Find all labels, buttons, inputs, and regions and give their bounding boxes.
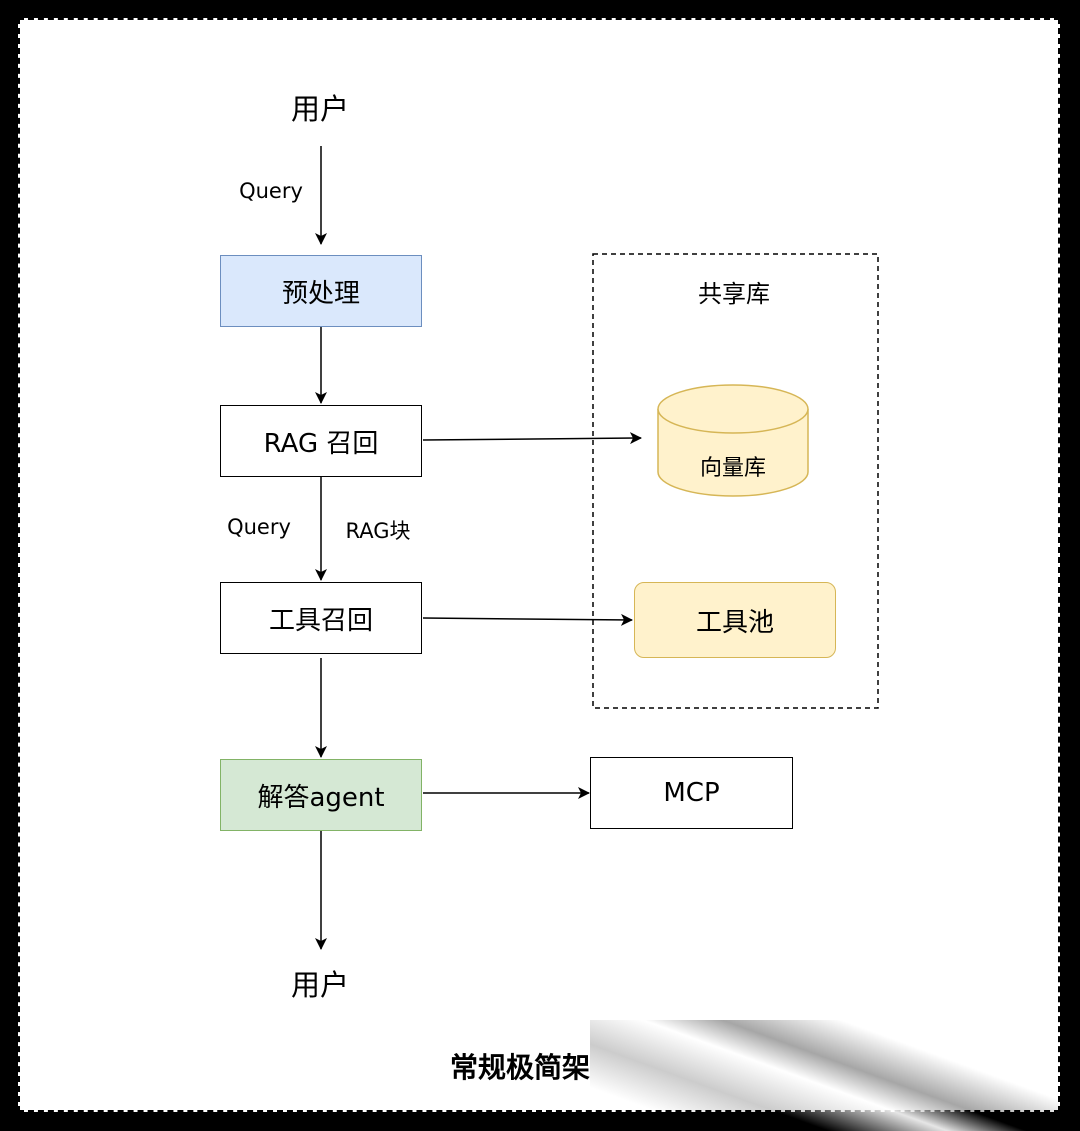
answer-agent-node: 解答agent [220, 759, 422, 831]
tool-recall-label: 工具召回 [268, 605, 373, 636]
mcp-node: MCP [590, 757, 793, 829]
rag-recall-label: RAG 召回 [263, 428, 379, 459]
preprocess-label: 预处理 [281, 278, 360, 309]
diagram-canvas [18, 18, 1060, 1112]
shared-library-container [592, 253, 879, 709]
vector-db-label: 向量库 [699, 456, 767, 481]
answer-agent-label: 解答agent [257, 782, 385, 813]
query-label-mid: Query [227, 515, 291, 539]
vector-db-cylinder [657, 384, 809, 497]
bottom-user-label: 用户 [290, 968, 350, 1002]
caption: 常规极简架 [450, 1051, 591, 1084]
tool-pool-node: 工具池 [634, 582, 836, 658]
top-user-label: 用户 [290, 92, 350, 126]
mcp-label: MCP [663, 778, 720, 808]
arrow-rag-to-vector-db [422, 432, 642, 445]
tool-pool-label: 工具池 [695, 607, 774, 638]
preprocess-node: 预处理 [220, 255, 422, 327]
rag-chunk-label: RAG块 [345, 519, 411, 543]
shared-library-title: 共享库 [698, 280, 770, 308]
arrow-tool-to-tool-pool [422, 613, 633, 626]
tool-recall-node: 工具召回 [220, 582, 422, 654]
query-label-top: Query [239, 179, 303, 203]
rag-recall-node: RAG 召回 [220, 405, 422, 477]
